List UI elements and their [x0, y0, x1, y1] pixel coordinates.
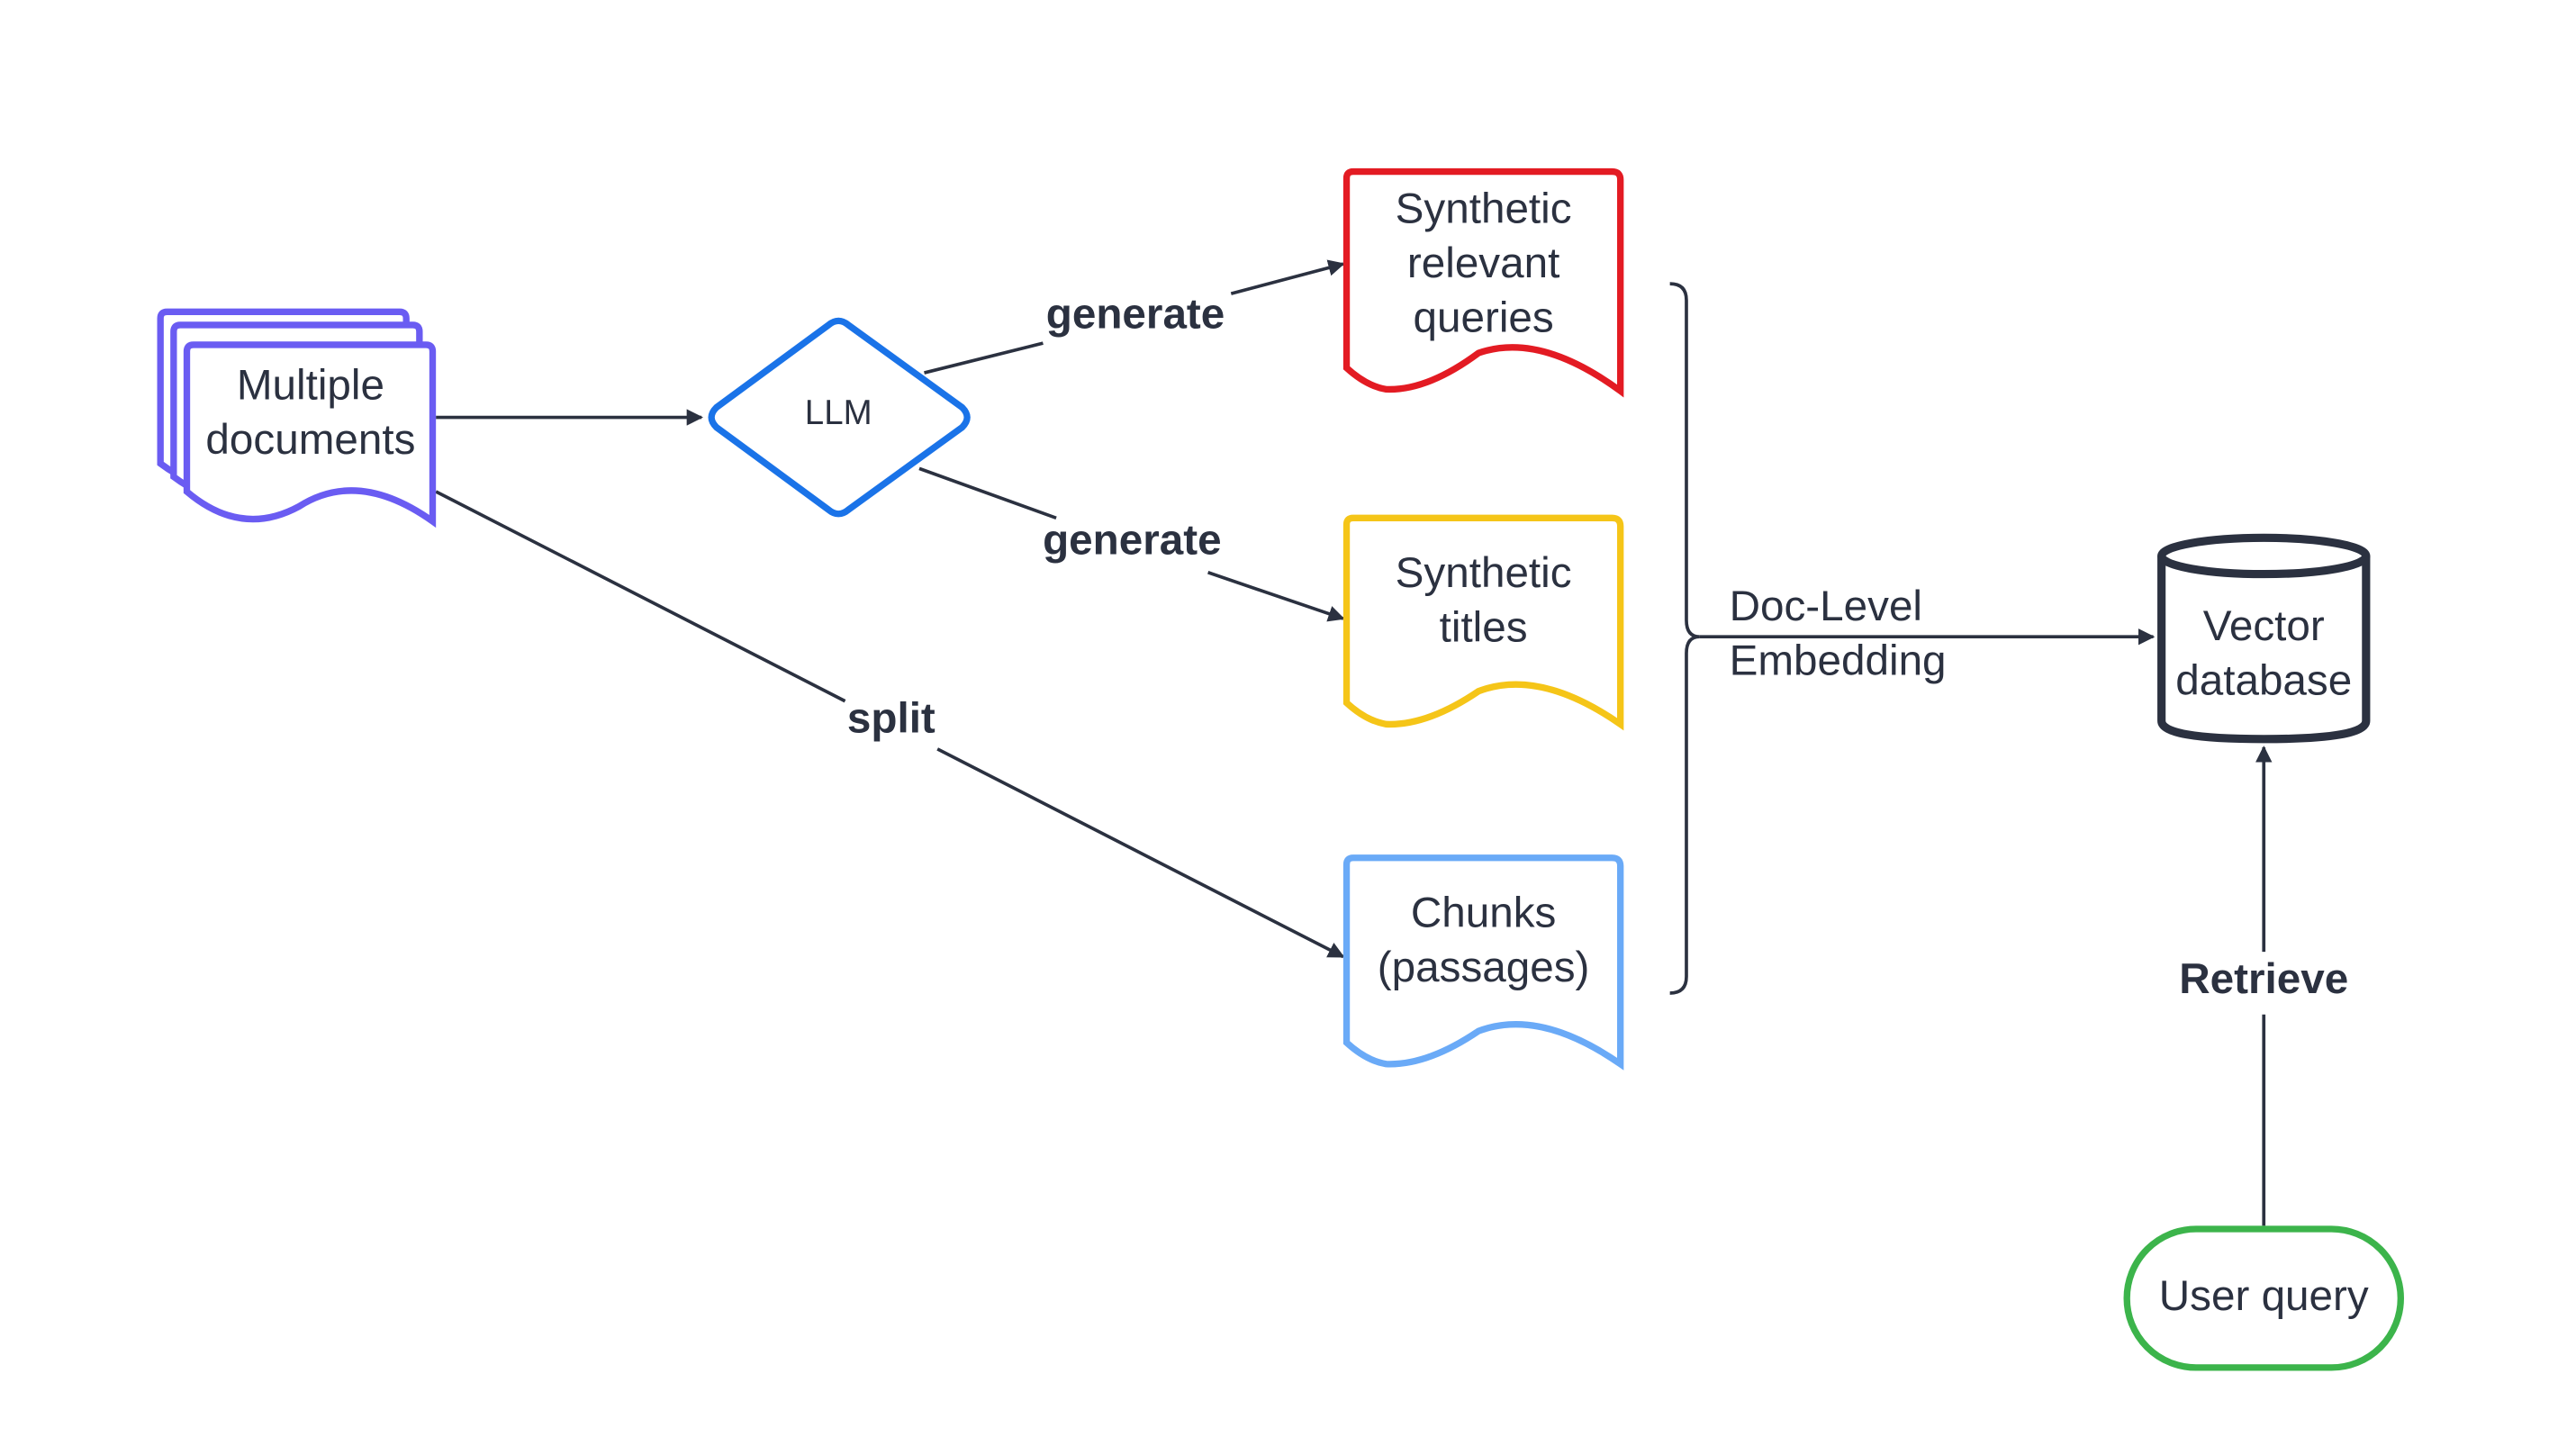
generate-queries-label: generate: [1046, 291, 1225, 339]
user-query-label: User query: [2159, 1272, 2369, 1320]
titles-document: [1342, 514, 1624, 731]
document-shape-front: [183, 341, 437, 529]
edge-llm-to-queries-a: [924, 341, 1044, 375]
database-top: [2157, 533, 2371, 579]
llm-label: LLM: [805, 393, 872, 432]
queries-label-line1: Synthetic: [1396, 185, 1572, 232]
queries-label-line2: relevant: [1407, 239, 1559, 287]
documents-label-line2: documents: [205, 416, 415, 464]
queries-document: [1342, 167, 1624, 398]
embedding-label-line2: Embedding: [1730, 637, 1947, 684]
edge-documents-to-chunks-b: [936, 747, 1345, 959]
edge-llm-to-titles-b: [1207, 571, 1345, 622]
database-label-line1: Vector: [2203, 602, 2325, 650]
user-query-pill: [2123, 1225, 2404, 1371]
titles-label-line1: Synthetic: [1396, 549, 1572, 597]
edge-llm-to-titles-a: [918, 466, 1057, 520]
titles-label-line2: titles: [1440, 604, 1528, 652]
grouping-brace: [1669, 282, 1700, 995]
database-body: [2157, 556, 2371, 744]
chunks-label-line1: Chunks: [1411, 890, 1556, 937]
embedding-label-line1: Doc-Level: [1730, 583, 1922, 630]
queries-label-line3: queries: [1414, 294, 1554, 341]
database-cylinder: [2157, 533, 2371, 744]
chunks-label-line2: (passages): [1378, 944, 1590, 991]
edge-llm-to-queries-b: [1230, 259, 1345, 295]
edges: [435, 259, 2273, 1226]
llm-diamond: [708, 317, 971, 518]
chunks-document: [1342, 854, 1624, 1071]
database-label-line2: database: [2175, 656, 2352, 704]
retrieve-label: Retrieve: [2179, 955, 2348, 1003]
generate-titles-label: generate: [1043, 517, 1222, 565]
edge-labels: generate generate split Doc-Level Embedd…: [847, 291, 2348, 1003]
documents-node: [157, 308, 437, 529]
documents-label-line1: Multiple: [237, 361, 384, 409]
split-label: split: [847, 694, 935, 742]
edge-documents-to-chunks-a: [435, 490, 846, 703]
